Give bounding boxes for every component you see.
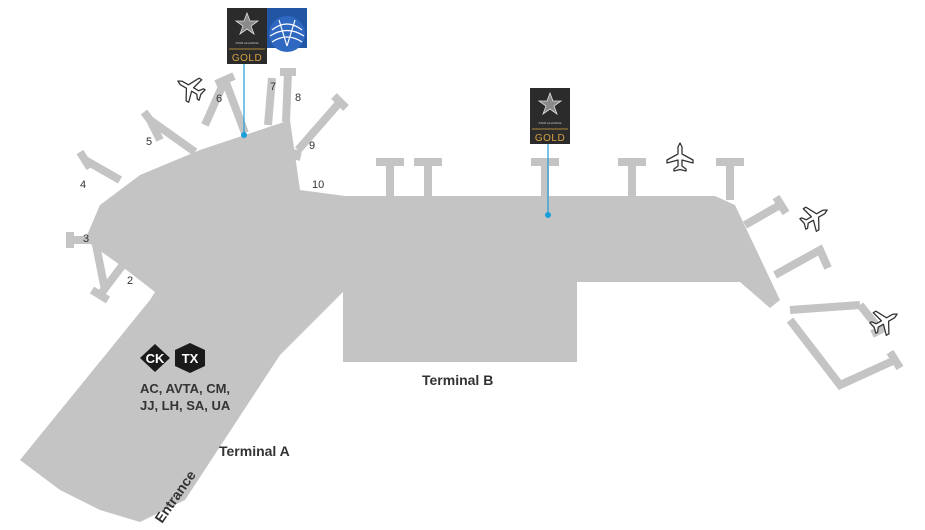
gate-arm-e1 bbox=[743, 194, 790, 229]
checkin-badge: CK bbox=[140, 344, 170, 372]
star-alliance-text: STAR ALLIANCE bbox=[236, 41, 259, 45]
gate-label-7: 7 bbox=[270, 81, 276, 93]
gate-arm-b5 bbox=[716, 158, 744, 200]
terminal-b-body bbox=[300, 196, 780, 362]
airplane-icon bbox=[869, 310, 898, 336]
gate-label-6: 6 bbox=[216, 93, 222, 105]
lounge-marker-terminal-a[interactable]: STAR ALLIANCE GOLD bbox=[227, 8, 307, 138]
gate-numbers: 2 3 4 5 6 7 8 9 10 bbox=[80, 81, 324, 287]
star-alliance-text: STAR ALLIANCE bbox=[539, 121, 562, 125]
gate-label-8: 8 bbox=[295, 92, 301, 104]
gate-arms bbox=[66, 68, 904, 390]
ck-label: CK bbox=[146, 351, 165, 366]
terminal-building bbox=[20, 120, 780, 522]
united-globe-logo bbox=[267, 8, 307, 52]
gate-arm-e3 bbox=[789, 301, 890, 338]
gold-label: GOLD bbox=[232, 53, 262, 64]
transfer-badge: TX bbox=[175, 343, 205, 373]
airlines-line-1: AC, AVTA, CM, bbox=[140, 381, 230, 396]
lounge-pin-dot bbox=[241, 132, 247, 138]
terminal-a-label: Terminal A bbox=[219, 443, 290, 459]
gate-arm-9 bbox=[292, 93, 349, 161]
gate-arm-5 bbox=[140, 109, 198, 156]
gate-label-4: 4 bbox=[80, 179, 86, 191]
gold-label: GOLD bbox=[535, 133, 565, 144]
terminal-b-label: Terminal B bbox=[422, 372, 493, 388]
gate-label-2: 2 bbox=[127, 275, 133, 287]
terminal-a-body bbox=[20, 120, 345, 522]
gate-arm-3 bbox=[66, 232, 109, 291]
star-alliance-logo bbox=[234, 11, 260, 36]
gate-arm-e4 bbox=[786, 317, 904, 390]
tx-label: TX bbox=[182, 351, 199, 366]
gate-arm-7 bbox=[264, 77, 276, 126]
ck-badge-shape bbox=[140, 344, 170, 372]
gate-arm-4 bbox=[76, 149, 122, 184]
airplane-icon bbox=[177, 77, 206, 103]
tx-badge-shape bbox=[175, 343, 205, 373]
gate-label-9: 9 bbox=[309, 140, 315, 152]
gate-arm-b1 bbox=[376, 158, 404, 196]
lounge-marker-terminal-b[interactable]: STAR ALLIANCE GOLD bbox=[530, 88, 570, 218]
airplane-icon bbox=[799, 206, 828, 232]
gate-label-5: 5 bbox=[146, 136, 152, 148]
gate-arm-b4 bbox=[618, 158, 646, 196]
lounge-pin-dot bbox=[545, 212, 551, 218]
airplane-icon bbox=[666, 142, 694, 172]
gate-arm-8 bbox=[280, 68, 296, 123]
gate-arm-e2 bbox=[773, 244, 832, 279]
gate-label-10: 10 bbox=[312, 179, 324, 191]
star-alliance-logo bbox=[537, 91, 563, 116]
gate-arm-b2 bbox=[414, 158, 442, 196]
gate-arm-b3 bbox=[531, 158, 559, 196]
gate-label-3: 3 bbox=[83, 233, 89, 245]
gate-arm-6 bbox=[201, 72, 249, 135]
airlines-line-2: JJ, LH, SA, UA bbox=[140, 398, 231, 413]
